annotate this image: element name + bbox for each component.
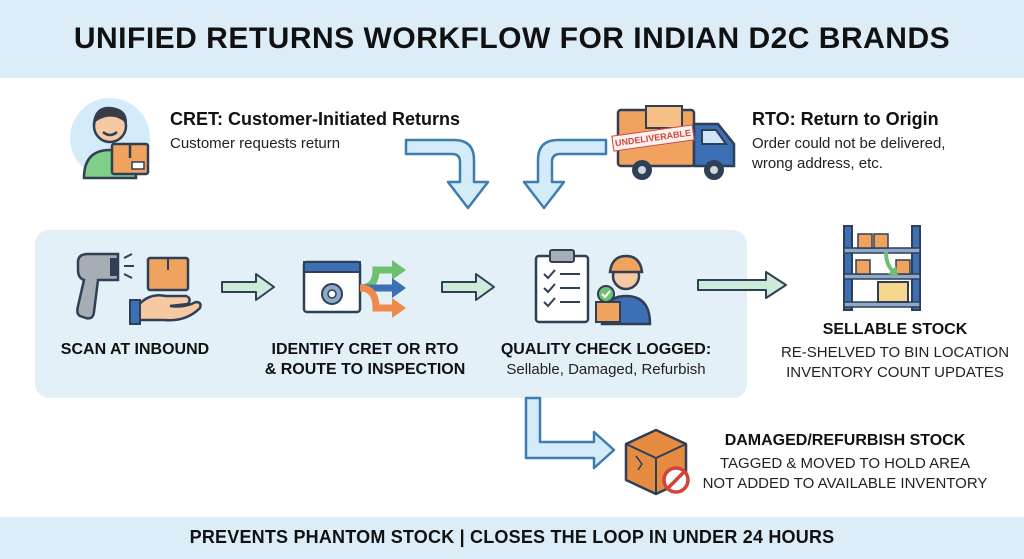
- flow-arrow-1: [221, 273, 275, 301]
- arrow-to-sellable: [697, 271, 787, 299]
- quality-check-icon: [534, 249, 652, 326]
- step-quality-label-line2: Sellable, Damaged, Refurbish: [506, 361, 706, 378]
- sellable-title: SELLABLE STOCK: [822, 321, 968, 338]
- rto-title: RTO: Return to Origin: [752, 109, 939, 129]
- customer-icon: [70, 98, 150, 180]
- cret-merge-arrow: [404, 138, 490, 210]
- cret-title: CRET: Customer-Initiated Returns: [170, 109, 461, 129]
- arrow-to-damaged: [524, 396, 616, 470]
- step-identify-label-line2: & ROUTE TO INSPECTION: [264, 361, 466, 378]
- damaged-box-icon: [624, 428, 690, 496]
- page-title: UNIFIED RETURNS WORKFLOW FOR INDIAN D2C …: [73, 22, 951, 55]
- flow-arrow-2: [441, 273, 495, 301]
- rto-description-line2: wrong address, etc.: [752, 155, 883, 172]
- footer-text: PREVENTS PHANTOM STOCK | CLOSES THE LOOP…: [189, 527, 835, 547]
- damaged-line1: TAGGED & MOVED TO HOLD AREA: [719, 455, 971, 472]
- warehouse-shelf-icon: [843, 225, 921, 311]
- damaged-line2: NOT ADDED TO AVAILABLE INVENTORY: [702, 475, 988, 492]
- step-quality-label-line1: QUALITY CHECK LOGGED:: [500, 341, 712, 358]
- sellable-line2: INVENTORY COUNT UPDATES: [786, 364, 1004, 381]
- rto-description-line1: Order could not be delivered,: [752, 135, 946, 152]
- step-scan-label: SCAN AT INBOUND: [60, 341, 210, 358]
- routing-icon: [302, 260, 406, 318]
- damaged-title: DAMAGED/REFURBISH STOCK: [724, 432, 966, 449]
- rto-merge-arrow: [522, 138, 608, 210]
- sellable-line1: RE-SHELVED TO BIN LOCATION: [780, 344, 1010, 361]
- cret-description: Customer requests return: [170, 135, 341, 152]
- header-band: [0, 0, 1024, 78]
- footer-band: [0, 517, 1024, 559]
- step-identify-label-line1: IDENTIFY CRET OR RTO: [271, 341, 459, 358]
- barcode-scanner-icon: [76, 252, 202, 325]
